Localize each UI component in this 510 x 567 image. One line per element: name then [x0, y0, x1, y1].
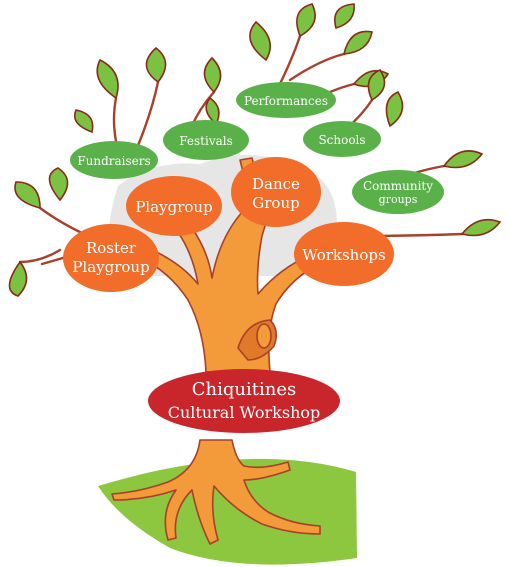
leaf	[205, 96, 220, 126]
green-node-community	[352, 170, 444, 214]
leaf	[367, 68, 386, 102]
leaf	[442, 150, 484, 169]
leaf	[14, 181, 41, 210]
leaf	[145, 46, 167, 84]
leaf	[48, 167, 69, 202]
leaf	[8, 260, 28, 297]
green-node-festivals	[163, 120, 249, 160]
leaf	[334, 3, 355, 30]
orange-node-roster-line1: Roster	[86, 239, 137, 257]
leaf	[342, 30, 373, 55]
orange-node-dance-line2: Group	[252, 194, 299, 212]
leaf	[385, 90, 404, 128]
green-node-festivals-line1: Festivals	[179, 134, 233, 148]
green-node-performances-line1: Performances	[244, 94, 328, 108]
orange-node-dance-line1: Dance	[252, 175, 300, 193]
center-ellipse	[148, 369, 340, 433]
orange-node-roster	[63, 224, 159, 292]
green-node-community-line1: Community	[363, 179, 433, 193]
green-node-performances	[236, 82, 336, 118]
orange-node-roster-line2: Playgroup	[72, 258, 149, 276]
orange-node-playgroup	[126, 176, 222, 236]
center-line1: Chiquitines	[192, 379, 296, 400]
leaf	[73, 109, 94, 134]
green-node-schools	[303, 121, 381, 157]
green-node-community-line2: groups	[379, 193, 418, 206]
green-node-schools-line1: Schools	[318, 133, 365, 147]
orange-node-playgroup-line1: Playgroup	[135, 198, 212, 216]
orange-node-dance	[231, 157, 321, 227]
orange-node-workshops	[294, 222, 394, 286]
orange-node-workshops-line1: Workshops	[302, 246, 385, 264]
leaf	[249, 20, 272, 62]
green-node-fundraisers-line1: Fundraisers	[77, 154, 150, 168]
leaf	[460, 218, 502, 237]
leaf	[96, 58, 119, 100]
leaf	[203, 56, 222, 94]
green-node-fundraisers	[70, 141, 158, 179]
center-line2: Cultural Workshop	[168, 403, 321, 422]
leaf	[296, 3, 316, 38]
tree-leaves	[8, 3, 502, 297]
